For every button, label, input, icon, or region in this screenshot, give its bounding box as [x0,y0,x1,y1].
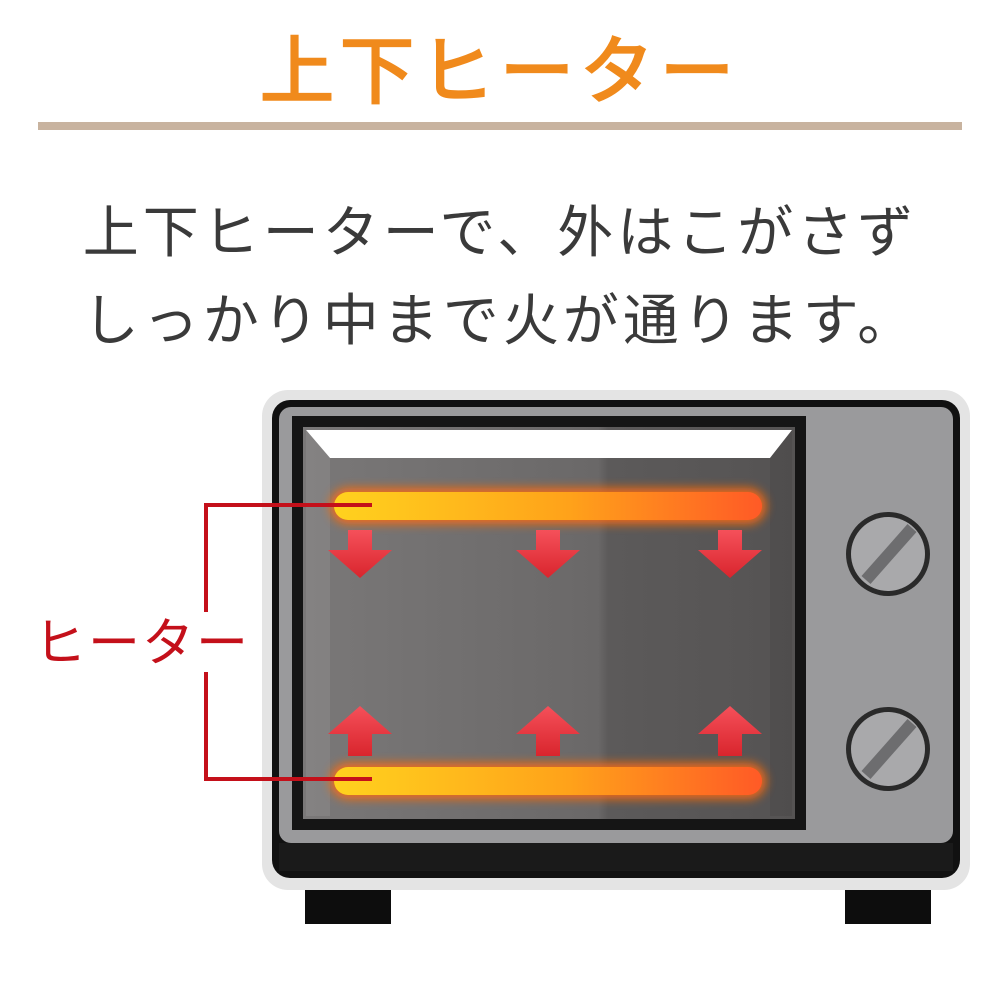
heat-arrow-down-icon [328,530,392,578]
heater-bar-top [330,488,766,524]
heater-bar-bottom [330,763,766,799]
heat-arrow-down-icon [698,530,762,578]
description-line-1: 上下ヒーターで、外はこがさず [82,201,918,266]
heat-arrow-up-icon [328,706,392,756]
description-line-2: しっかり中まで火が通ります。 [82,289,918,354]
heater-label-bracket [204,503,372,781]
heat-arrow-down-icon [516,530,580,578]
heat-arrow-up-icon [516,706,580,756]
knob-icon-bottom [846,707,930,791]
heater-label: ヒーター [34,614,251,674]
title-divider [38,122,962,130]
heat-arrow-up-icon [698,706,762,756]
knob-icon-top [846,512,930,596]
page-title: 上下ヒーター [260,29,740,115]
